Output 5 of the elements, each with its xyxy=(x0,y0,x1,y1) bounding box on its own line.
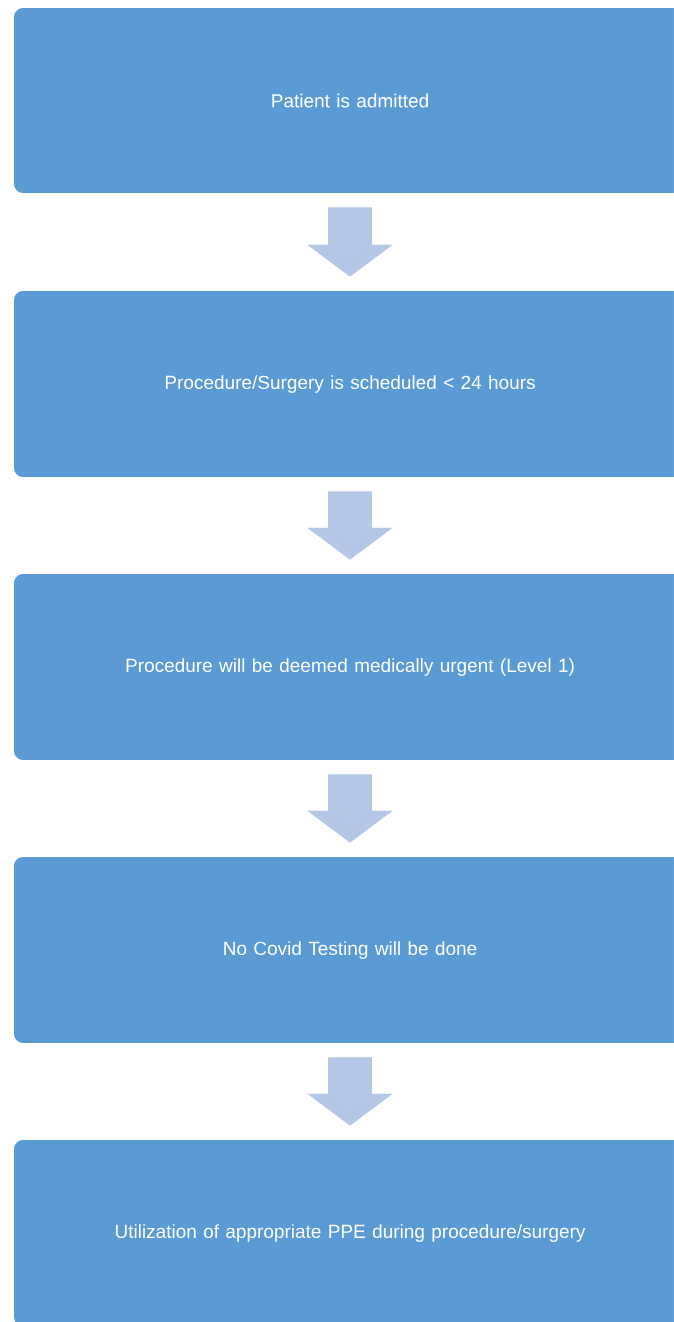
process-box: Patient is admitted xyxy=(14,8,674,193)
process-box: Utilization of appropriate PPE during procedure/surgery xyxy=(14,1140,674,1322)
process-box: Procedure/Surgery is scheduled < 24 hours xyxy=(14,291,674,477)
process-box: Procedure will be deemed medically urgent (Level 1) xyxy=(14,574,674,760)
process-box: No Covid Testing will be done xyxy=(14,857,674,1043)
